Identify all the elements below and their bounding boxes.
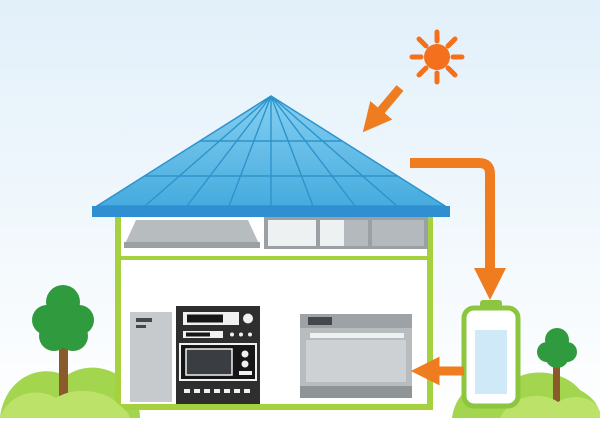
hood-edge xyxy=(124,242,260,248)
left-tree-trunk xyxy=(59,338,68,400)
left-bush-front xyxy=(0,390,130,418)
dishwasher-base xyxy=(300,386,412,398)
dishwasher xyxy=(300,314,412,398)
cabinet-handle-1 xyxy=(136,318,152,322)
sun-core xyxy=(424,44,450,70)
left-tree-foliage xyxy=(32,285,94,351)
hood-body xyxy=(124,220,260,246)
battery-charge-level xyxy=(475,330,507,394)
range-hood xyxy=(124,220,260,248)
cabinet-handle-2 xyxy=(136,325,146,328)
solar-panel-roof xyxy=(92,95,450,217)
right-tree-trunk xyxy=(553,360,560,405)
left-tree xyxy=(32,285,94,400)
right-tree-foliage xyxy=(537,328,577,368)
window-pane-2-shade xyxy=(344,220,368,246)
house xyxy=(115,208,433,410)
upper-windows xyxy=(264,217,428,249)
dishwasher-slot xyxy=(310,333,404,338)
appliance-tower xyxy=(176,306,260,404)
dishwasher-panel xyxy=(306,340,406,382)
right-bush-front xyxy=(500,395,600,418)
tower-controls xyxy=(183,312,253,338)
storage-battery-icon xyxy=(461,300,521,409)
roof-eave xyxy=(92,206,450,217)
kitchen-cabinet xyxy=(130,312,172,402)
floor-divider xyxy=(120,256,428,260)
window-pane-3 xyxy=(372,220,424,246)
microwave-oven xyxy=(179,343,257,381)
dishwasher-handle xyxy=(308,317,332,325)
window-pane-1 xyxy=(268,220,316,246)
right-tree xyxy=(537,328,577,405)
solar-panel-grid xyxy=(144,95,398,207)
arrow-sun-to-roof xyxy=(362,85,404,133)
sun-icon xyxy=(409,29,465,85)
arrow-roof-to-battery xyxy=(410,158,507,300)
tower-base-buttons xyxy=(184,389,250,393)
sun-rays xyxy=(409,29,465,85)
energy-flow-arrows xyxy=(362,85,507,386)
